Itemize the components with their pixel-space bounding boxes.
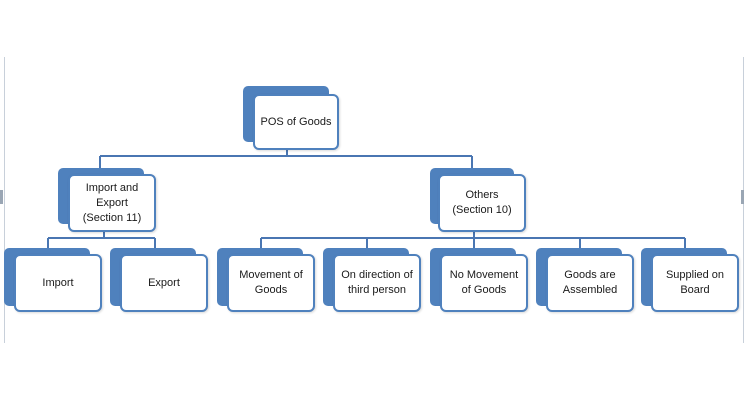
node-label: Import and Export (Section 11) (68, 174, 156, 232)
right-resize-handle[interactable] (741, 190, 744, 204)
node-label: Supplied on Board (651, 254, 739, 312)
node-label: No Movement of Goods (440, 254, 528, 312)
node-label: Export (120, 254, 208, 312)
node-label: Import (14, 254, 102, 312)
node-label: Movement of Goods (227, 254, 315, 312)
node-label: Others (Section 10) (438, 174, 526, 232)
left-resize-handle[interactable] (0, 190, 3, 204)
node-label: On direction of third person (333, 254, 421, 312)
node-label: Goods are Assembled (546, 254, 634, 312)
node-label: POS of Goods (253, 94, 339, 150)
